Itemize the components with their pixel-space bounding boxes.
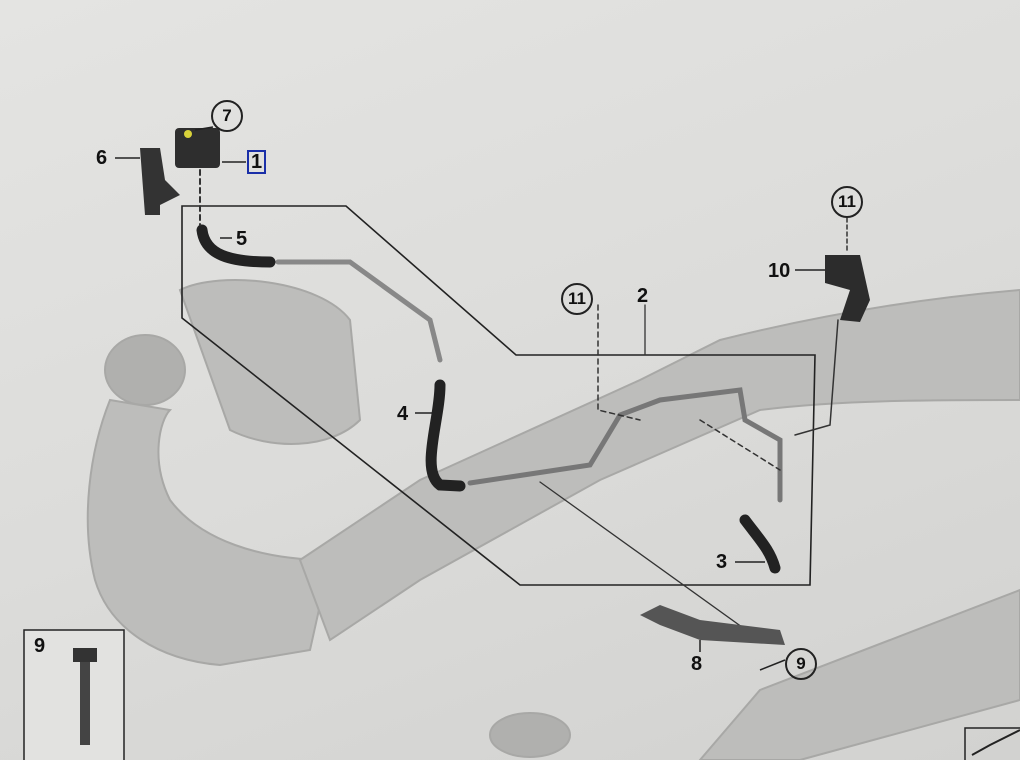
callout-11-mid[interactable]: 11 [561,283,593,315]
exhaust-assembly [86,279,1020,760]
bolt-9 [80,660,90,745]
callout-9-circle[interactable]: 9 [785,648,817,680]
hose-5 [196,224,276,268]
bracket-8 [640,605,785,645]
callout-10[interactable]: 10 [768,260,791,282]
bracket-10 [825,255,870,322]
callout-9-box[interactable]: 9 [34,635,46,657]
pressure-sensor [175,128,220,168]
kit-outline [181,205,816,586]
callout-7[interactable]: 7 [211,100,243,132]
callout-6[interactable]: 6 [96,147,108,169]
callout-8[interactable]: 8 [691,653,703,675]
bracket-6 [140,148,180,215]
callout-11-top[interactable]: 11 [831,186,863,218]
callout-5[interactable]: 5 [236,228,248,250]
hose-4 [425,379,466,492]
callout-1-selected[interactable]: 1 [247,150,267,174]
hose-3 [739,514,781,574]
pipe-lower [467,387,783,503]
callout-2[interactable]: 2 [637,285,649,307]
pipe [275,259,443,363]
callout-3[interactable]: 3 [716,551,728,573]
callout-4[interactable]: 4 [397,403,409,425]
